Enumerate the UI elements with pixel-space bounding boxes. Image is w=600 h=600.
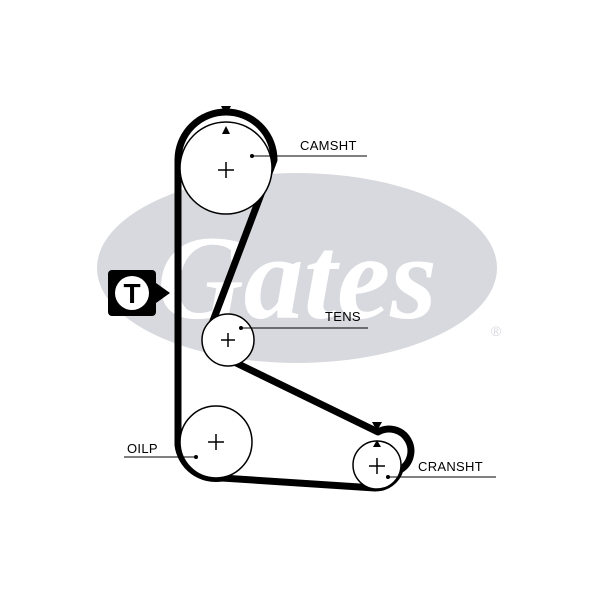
watermark-registered-mark: ®: [491, 323, 502, 339]
tensioner-label: TENS: [325, 309, 361, 324]
oil-pump-label: OILP: [127, 441, 158, 456]
oil-pump-label-group: OILP: [124, 441, 198, 459]
gates-watermark: Gates ®: [97, 173, 502, 363]
pulley-center-icon: [218, 162, 234, 178]
crankshaft-timing-mark-icon: [372, 422, 382, 447]
tensioner-pulley: [201, 313, 255, 367]
tensioner-badge-icon: T: [108, 270, 170, 316]
pulley-center-icon: [369, 458, 385, 474]
oil-pump-pulley: [179, 405, 253, 479]
camshaft-pulley: [179, 121, 273, 215]
camshaft-label-group: CAMSHT: [250, 138, 367, 158]
pulley-center-icon: [221, 333, 235, 347]
crankshaft-label-group: CRANSHT: [386, 459, 496, 479]
watermark-brand: Gates: [157, 211, 437, 344]
watermark-ellipse: [97, 173, 497, 363]
belt-path: [174, 108, 415, 492]
camshaft-label: CAMSHT: [300, 138, 357, 153]
timing-belt: [174, 108, 415, 492]
camshaft-timing-mark-icon: [221, 106, 231, 134]
pulley-center-icon: [208, 434, 224, 450]
tensioner-badge-letter: T: [123, 278, 140, 309]
tensioner-label-group: TENS: [239, 309, 368, 330]
crankshaft-label: CRANSHT: [418, 459, 483, 474]
crankshaft-pulley: [352, 440, 402, 490]
